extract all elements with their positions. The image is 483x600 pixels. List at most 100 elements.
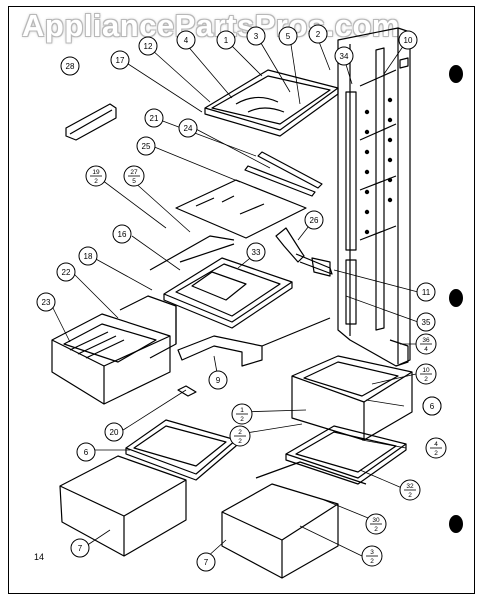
- callout-label: 11: [422, 288, 431, 297]
- crisper-cover-frame: [149, 235, 293, 329]
- callout-10: 10: [398, 30, 418, 50]
- callout-6: 6: [422, 396, 442, 416]
- callout-circle: [308, 24, 328, 44]
- callout-26: 26: [304, 210, 324, 230]
- callout-circle: [138, 36, 158, 56]
- lower-left-shelf: [125, 385, 237, 481]
- fraction-numerator: 1: [240, 407, 244, 414]
- left-pan: [59, 455, 187, 557]
- binder-holes: [449, 65, 463, 533]
- callout-label: 28: [66, 62, 75, 71]
- callout-circle: [196, 552, 216, 572]
- fraction-denominator: 2: [374, 526, 378, 533]
- callout-label: 33: [252, 248, 261, 257]
- fraction-denominator: 2: [434, 450, 438, 457]
- callout-circle: [136, 136, 156, 156]
- callout-20: 20: [104, 422, 124, 442]
- fraction-numerator: 3: [370, 549, 374, 556]
- callout-circle: [176, 30, 196, 50]
- fraction-callout-30-2: 302: [365, 513, 387, 535]
- callout-34: 34: [334, 46, 354, 66]
- callout-label: 22: [62, 268, 71, 277]
- fraction-numerator: 27: [130, 169, 138, 176]
- fraction-numerator: 2: [238, 429, 242, 436]
- fraction-denominator: 2: [240, 416, 244, 423]
- shelf-rail: [244, 151, 323, 197]
- callout-label: 1: [224, 36, 229, 45]
- callout-18: 18: [78, 246, 98, 266]
- callout-circle: [110, 50, 130, 70]
- door-bin: [65, 103, 117, 141]
- shelf-bracket: [275, 227, 333, 277]
- callout-label: 16: [118, 230, 127, 239]
- right-pan: [221, 461, 367, 579]
- fraction-numerator: 32: [406, 483, 414, 490]
- right-upper-pan: [291, 355, 413, 441]
- fraction-denominator: 2: [94, 178, 98, 185]
- callout-circle: [422, 396, 442, 416]
- fraction-denominator: 2: [424, 376, 428, 383]
- callout-circle: [144, 108, 164, 128]
- fraction-denominator: 5: [132, 178, 136, 185]
- callout-label: 23: [42, 298, 51, 307]
- callout-circle: [246, 26, 266, 46]
- fraction-callout-19-2: 192: [85, 165, 107, 187]
- top-glass-shelf: [204, 69, 339, 137]
- callout-11: 11: [416, 282, 436, 302]
- callout-label: 6: [430, 402, 435, 411]
- callout-33: 33: [246, 242, 266, 262]
- callout-3: 3: [246, 26, 266, 46]
- callout-12: 12: [138, 36, 158, 56]
- callout-17: 17: [110, 50, 130, 70]
- fraction-callout-2-2: 22: [229, 425, 251, 447]
- callout-label: 20: [110, 428, 119, 437]
- callout-label: 2: [316, 30, 321, 39]
- callout-circle: [60, 56, 80, 76]
- callout-circle: [112, 224, 132, 244]
- callout-1: 1: [216, 30, 236, 50]
- fraction-callout-36-4: 364: [415, 333, 437, 355]
- callout-23: 23: [36, 292, 56, 312]
- callout-28: 28: [60, 56, 80, 76]
- callout-21: 21: [144, 108, 164, 128]
- callout-label: 9: [216, 376, 221, 385]
- callout-label: 18: [84, 252, 93, 261]
- callout-circle: [104, 422, 124, 442]
- callout-22: 22: [56, 262, 76, 282]
- callout-label: 10: [404, 36, 413, 45]
- crisper-drawer: [51, 295, 177, 405]
- fraction-denominator: 2: [238, 438, 242, 445]
- callout-7: 7: [70, 538, 90, 558]
- callout-7: 7: [196, 552, 216, 572]
- callout-25: 25: [136, 136, 156, 156]
- callout-circle: [178, 118, 198, 138]
- diagram-border: [8, 6, 475, 594]
- callout-label: 34: [340, 52, 349, 61]
- callout-circle: [416, 312, 436, 332]
- watermark: AppliancePartsPros.com: [22, 8, 400, 43]
- fraction-denominator: 4: [424, 346, 428, 353]
- callout-circle: [216, 30, 236, 50]
- callout-label: 5: [286, 32, 291, 41]
- callout-label: 7: [204, 558, 209, 567]
- callout-4: 4: [176, 30, 196, 50]
- cabinet-rail: [337, 27, 411, 367]
- page-number: 14: [34, 552, 44, 562]
- fraction-callout-27-5: 275: [123, 165, 145, 187]
- callout-circle: [334, 46, 354, 66]
- callout-6: 6: [76, 442, 96, 462]
- callout-label: 7: [78, 544, 83, 553]
- callout-circle: [416, 282, 436, 302]
- support-bracket: [177, 317, 331, 367]
- callout-2: 2: [308, 24, 328, 44]
- callout-label: 21: [150, 114, 159, 123]
- callout-bubbles: 2812413521734102124252616331822231135982…: [36, 24, 442, 572]
- fraction-denominator: 2: [370, 558, 374, 565]
- callout-circle: [208, 370, 228, 390]
- glass-shelf: [175, 179, 307, 239]
- callout-circle: [56, 262, 76, 282]
- fraction-callout-10-2: 102: [415, 363, 437, 385]
